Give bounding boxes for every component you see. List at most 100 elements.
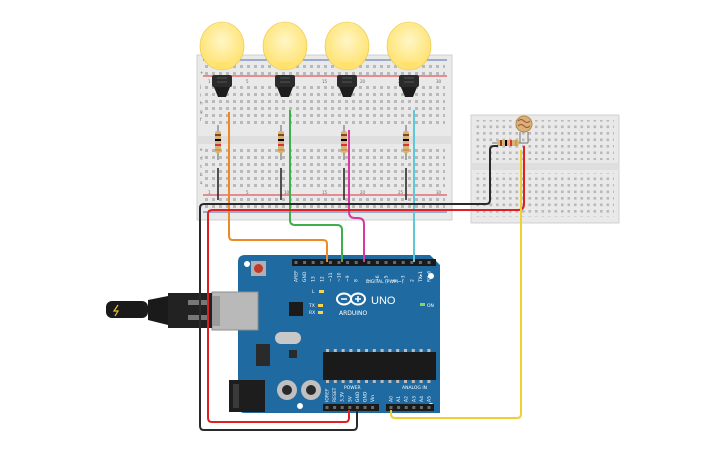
analog-pin-label: A3 bbox=[411, 396, 417, 402]
power-pin-label: IOREF bbox=[325, 388, 331, 402]
resistor-ldr[interactable] bbox=[492, 140, 528, 146]
digital-pin-label: ~5 bbox=[384, 275, 390, 282]
digital-pin-label: 2 bbox=[409, 279, 415, 282]
small-breadboard bbox=[470, 114, 620, 224]
led-tx bbox=[318, 304, 323, 307]
row-letter: i bbox=[200, 92, 201, 97]
digital-pin-label: 7 bbox=[366, 279, 372, 282]
bulb-1[interactable] bbox=[199, 21, 245, 97]
brand-label: ARDUINO bbox=[339, 310, 368, 317]
column-number: 20 bbox=[360, 79, 366, 84]
crystal bbox=[275, 332, 301, 344]
power-pin-label: RESET bbox=[332, 387, 338, 402]
resistor-3[interactable] bbox=[341, 125, 347, 160]
digital-pin-label: ~11 bbox=[328, 272, 334, 282]
wire-orange bbox=[228, 112, 328, 262]
usb-chip bbox=[289, 302, 303, 316]
led-rx bbox=[318, 311, 323, 314]
column-number: 30 bbox=[436, 79, 442, 84]
model-label: UNO bbox=[371, 295, 396, 307]
row-letter: e bbox=[200, 147, 203, 152]
digital-pin-label: GND bbox=[302, 271, 308, 282]
analog-pin-label: A1 bbox=[396, 396, 402, 402]
led-on-label: ON bbox=[427, 303, 434, 309]
digital-pin-label: ~9 bbox=[345, 275, 351, 282]
column-number: 30 bbox=[436, 190, 442, 195]
column-number: 1 bbox=[208, 190, 211, 195]
digital-pin-label: ~10 bbox=[337, 272, 343, 282]
analog-pin-label: A2 bbox=[404, 396, 410, 402]
digital-pin-label: 13 bbox=[311, 276, 317, 282]
column-number: 1 bbox=[208, 79, 211, 84]
row-letter: j bbox=[199, 84, 201, 89]
row-letter: d bbox=[200, 155, 203, 160]
analog-pin-label: A5 bbox=[427, 396, 433, 402]
power-jack[interactable] bbox=[229, 380, 265, 412]
led-rx-label: RX bbox=[309, 310, 315, 316]
resistor-1[interactable] bbox=[215, 125, 221, 160]
column-number: 25 bbox=[398, 190, 404, 195]
column-number: 15 bbox=[322, 190, 328, 195]
column-number: 15 bbox=[322, 79, 328, 84]
analog-header[interactable] bbox=[386, 404, 434, 411]
power-pin-label: 3.3V bbox=[340, 391, 346, 402]
led-tx-label: TX bbox=[308, 303, 315, 309]
analog-pin-label: A0 bbox=[389, 396, 395, 402]
row-letter: g bbox=[200, 109, 203, 114]
analog-label: ANALOG IN bbox=[402, 385, 427, 391]
row-letter: f bbox=[200, 117, 202, 122]
usb-connector[interactable] bbox=[211, 291, 259, 331]
digital-pin-label: 4 bbox=[392, 279, 398, 282]
digital-pin-label: 8 bbox=[354, 279, 360, 282]
atmega-chip bbox=[323, 352, 436, 380]
power-pin-label: GND bbox=[363, 391, 369, 402]
bulb-2[interactable] bbox=[262, 21, 308, 97]
power-pin-label: 5V bbox=[347, 395, 353, 402]
digital-pin-label: 12 bbox=[319, 276, 325, 282]
bulb-3[interactable] bbox=[324, 21, 370, 97]
wire-black bbox=[199, 145, 498, 431]
bulb-4[interactable] bbox=[386, 21, 432, 97]
usb-bolt-icon bbox=[112, 304, 120, 317]
digital-pin-label: AREF bbox=[294, 270, 300, 282]
wire-green bbox=[289, 110, 343, 262]
wires bbox=[199, 110, 525, 431]
column-number: 10 bbox=[284, 190, 290, 195]
row-letter: a bbox=[200, 180, 203, 185]
row-letter: b bbox=[200, 172, 203, 177]
column-number: 5 bbox=[246, 79, 249, 84]
wire-magenta bbox=[348, 130, 365, 262]
led-l bbox=[319, 290, 324, 293]
ground-jumpers bbox=[217, 168, 407, 200]
column-number: 20 bbox=[360, 190, 366, 195]
row-letter: c bbox=[200, 164, 202, 169]
regulator bbox=[256, 344, 270, 366]
led-l-label: L bbox=[312, 289, 315, 295]
digital-pin-label: ~3 bbox=[401, 275, 407, 282]
rail-plus-label: + bbox=[200, 70, 203, 75]
digital-header[interactable] bbox=[292, 259, 436, 266]
led-on bbox=[420, 303, 425, 306]
resistor-2[interactable] bbox=[278, 125, 284, 160]
row-letter: h bbox=[200, 101, 203, 106]
photoresistor[interactable] bbox=[515, 115, 533, 143]
usb-cable[interactable] bbox=[106, 293, 212, 328]
arduino-logo bbox=[336, 292, 366, 306]
wire-yellow bbox=[390, 150, 522, 419]
power-pin-label: GND bbox=[355, 391, 361, 402]
power-pin-label: Vin bbox=[370, 395, 376, 402]
digital-pin-label: TX▸1 bbox=[418, 271, 424, 283]
digital-pin-label: RX◂0 bbox=[427, 271, 433, 282]
column-number: 5 bbox=[246, 190, 249, 195]
digital-header-label: DIGITAL (PWM~) bbox=[366, 279, 404, 285]
resistor-4[interactable] bbox=[403, 125, 409, 160]
analog-pin-label: A4 bbox=[419, 396, 425, 402]
digital-pin-label: ~6 bbox=[375, 275, 381, 282]
